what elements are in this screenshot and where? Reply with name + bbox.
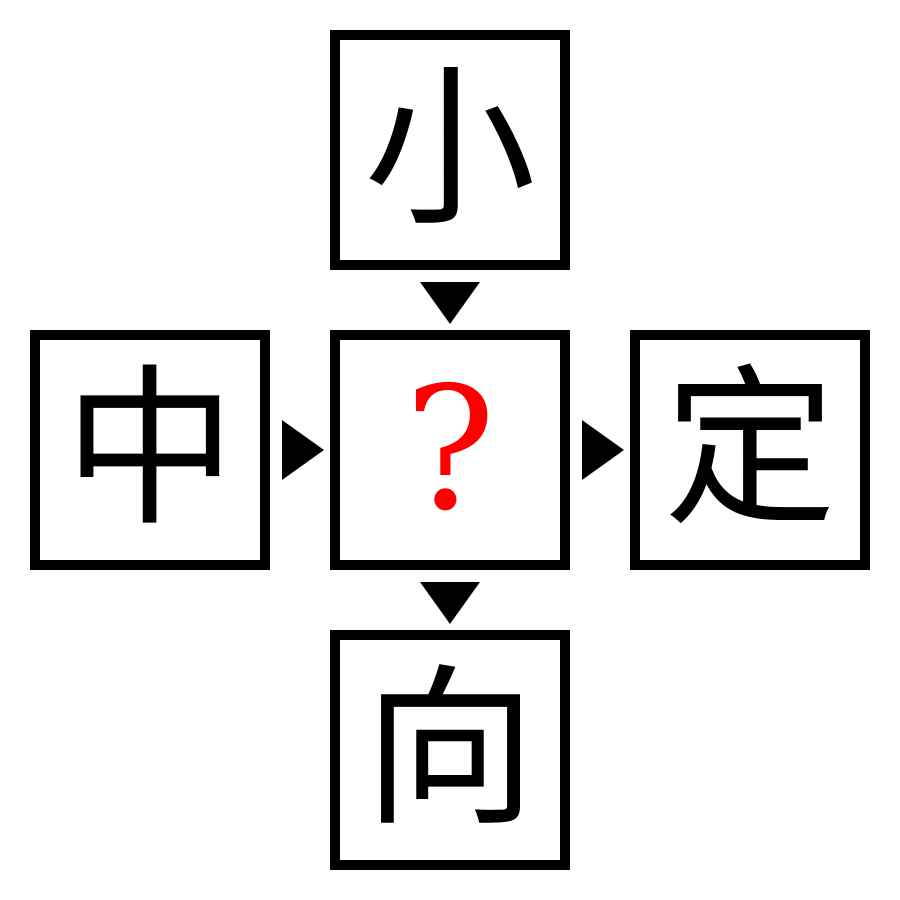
- arrow-down-top-icon: [420, 282, 480, 324]
- right-kanji-box: 定: [630, 330, 870, 570]
- answer-box[interactable]: ?: [330, 330, 570, 570]
- arrow-right-center-icon: [582, 420, 624, 480]
- right-kanji: 定: [664, 349, 836, 550]
- arrow-down-center-icon: [420, 582, 480, 624]
- question-mark: ?: [404, 351, 496, 549]
- bottom-kanji: 向: [364, 649, 536, 850]
- arrow-right-left-icon: [282, 420, 324, 480]
- left-kanji: 中: [64, 349, 236, 550]
- bottom-kanji-box: 向: [330, 630, 570, 870]
- top-kanji-box: 小: [330, 30, 570, 270]
- top-kanji: 小: [364, 49, 536, 250]
- left-kanji-box: 中: [30, 330, 270, 570]
